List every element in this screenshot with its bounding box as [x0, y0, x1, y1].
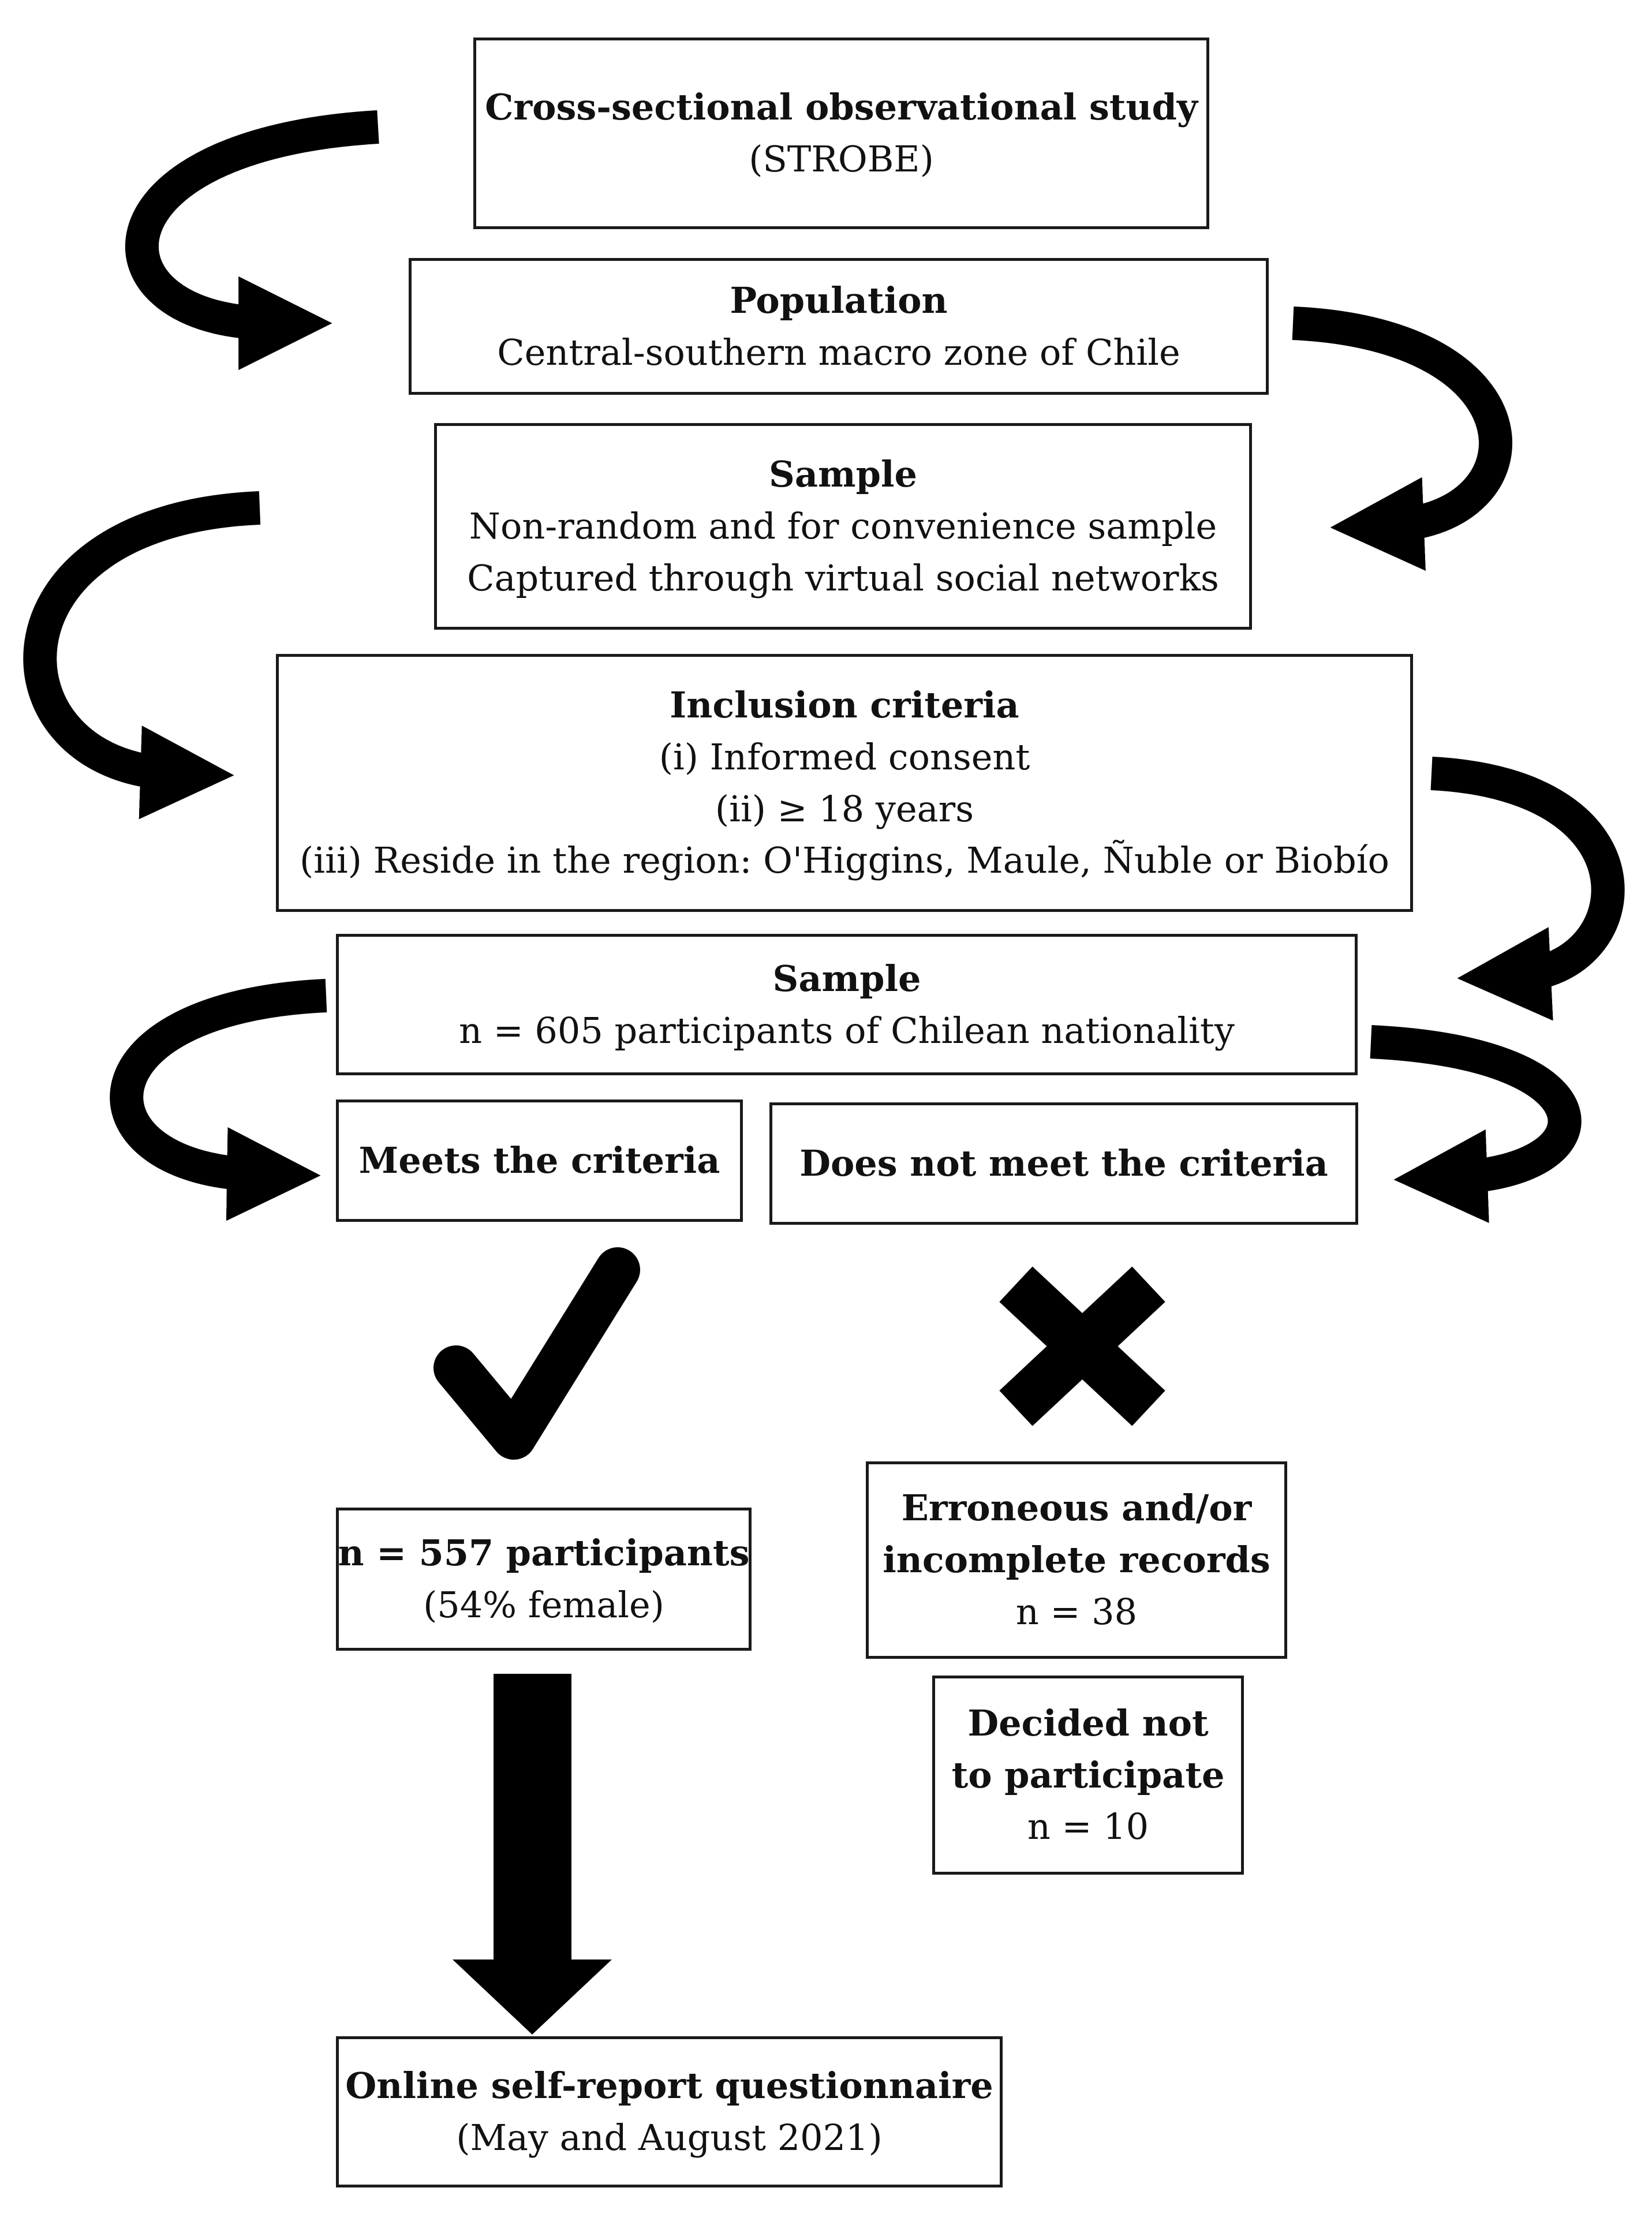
- erroneous-records-line-1: Erroneous and/or: [901, 1487, 1252, 1530]
- sample-size-title: Sample: [772, 957, 921, 1000]
- sample-design-line-2: Captured through virtual social networks: [467, 556, 1219, 599]
- declined-participation-line-2: to participate: [951, 1753, 1225, 1796]
- cross-icon: [999, 1266, 1165, 1426]
- sample-size-detail: n = 605 participants of Chilean national…: [459, 1009, 1235, 1052]
- sample-design-title: Sample: [769, 453, 917, 496]
- checkmark-icon: [433, 1247, 640, 1460]
- erroneous-records-line-2: incomplete records: [883, 1539, 1270, 1581]
- meets-criteria-box: Meets the criteria: [336, 1100, 743, 1222]
- curved-arrow-population-to-sample: [1292, 306, 1512, 571]
- sample-size-box: Sample n = 605 participants of Chilean n…: [336, 934, 1358, 1075]
- erroneous-records-box: Erroneous and/or incomplete records n = …: [866, 1461, 1287, 1659]
- study-design-title: Cross-sectional observational study: [485, 86, 1198, 129]
- study-design-box: Cross-sectional observational study (STR…: [473, 38, 1209, 229]
- population-detail: Central-southern macro zone of Chile: [497, 331, 1180, 373]
- sample-design-box: Sample Non-random and for convenience sa…: [434, 423, 1252, 630]
- declined-participation-count: n = 10: [1027, 1805, 1149, 1848]
- sample-design-line-1: Non-random and for convenience sample: [469, 505, 1217, 548]
- inclusion-criterion-1: (i) Informed consent: [659, 735, 1030, 778]
- included-participants-box: n = 557 participants (54% female): [336, 1508, 752, 1651]
- population-title: Population: [730, 279, 948, 321]
- inclusion-criterion-2: (ii) ≥ 18 years: [715, 787, 974, 830]
- curved-arrow-sample-to-inclusion: [23, 491, 261, 820]
- included-participants-title: n = 557 participants: [338, 1532, 750, 1575]
- inclusion-criteria-box: Inclusion criteria (i) Informed consent …: [276, 654, 1413, 912]
- inclusion-criterion-3: (iii) Reside in the region: O'Higgins, M…: [300, 839, 1389, 882]
- declined-participation-line-1: Decided not: [967, 1702, 1209, 1744]
- study-design-subtitle: (STROBE): [749, 138, 934, 180]
- inclusion-criteria-title: Inclusion criteria: [670, 683, 1019, 726]
- questionnaire-title: Online self-report questionnaire: [345, 2065, 993, 2107]
- curved-arrow-inclusion-to-sample-size: [1430, 757, 1625, 1021]
- questionnaire-detail: (May and August 2021): [456, 2116, 883, 2159]
- questionnaire-box: Online self-report questionnaire (May an…: [336, 2036, 1003, 2187]
- population-box: Population Central-southern macro zone o…: [409, 258, 1269, 395]
- not-meets-criteria-box: Does not meet the criteria: [769, 1102, 1358, 1225]
- not-meets-criteria-label: Does not meet the criteria: [799, 1142, 1328, 1185]
- included-participants-detail: (54% female): [423, 1584, 664, 1626]
- curved-arrow-sample-to-not-meets: [1370, 1025, 1582, 1223]
- curved-arrow-study-to-population: [125, 110, 379, 371]
- down-arrow-icon: [453, 1674, 612, 2035]
- declined-participation-box: Decided not to participate n = 10: [932, 1676, 1244, 1875]
- erroneous-records-count: n = 38: [1015, 1590, 1138, 1633]
- meets-criteria-label: Meets the criteria: [358, 1139, 720, 1182]
- curved-arrow-sample-to-meets: [110, 979, 327, 1221]
